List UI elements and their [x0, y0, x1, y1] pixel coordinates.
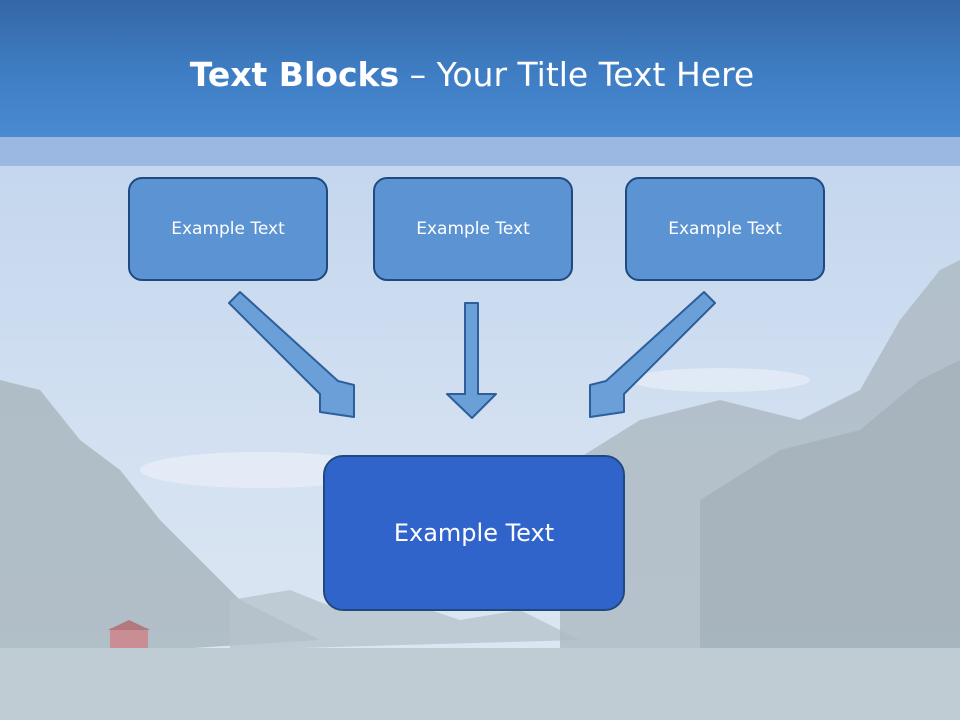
input-box-label: Example Text	[416, 219, 530, 239]
title-bold-part: Text Blocks	[189, 55, 400, 94]
output-box: Example Text	[323, 455, 625, 611]
output-box-label: Example Text	[393, 519, 555, 547]
input-box-3: Example Text	[625, 177, 825, 281]
input-box-2: Example Text	[373, 177, 573, 281]
input-box-1: Example Text	[128, 177, 328, 281]
title-rest-part: Your Title Text Here	[436, 55, 755, 94]
input-box-label: Example Text	[668, 219, 782, 239]
title-bar	[0, 0, 960, 137]
title-band	[0, 137, 960, 166]
slide-title: Text Blocks – Your Title Text Here	[0, 52, 944, 98]
input-box-label: Example Text	[171, 219, 285, 239]
title-separator: –	[399, 55, 437, 94]
